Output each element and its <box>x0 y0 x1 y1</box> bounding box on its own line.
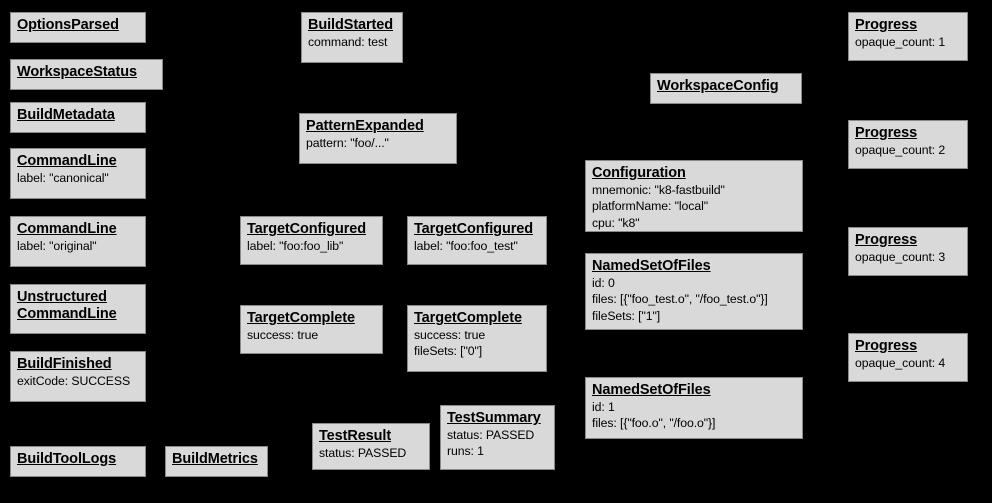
node-fields: label: "canonical" <box>17 170 139 186</box>
node-target-configured-foo-test[interactable]: TargetConfigured label: "foo:foo_test" <box>407 216 547 265</box>
node-build-metrics[interactable]: BuildMetrics <box>165 446 268 477</box>
node-title: TestResult <box>319 428 392 444</box>
node-field: runs: 1 <box>447 444 484 459</box>
node-title: Unstructured CommandLine <box>17 289 117 323</box>
node-field: success: true <box>414 328 486 343</box>
node-field: exitCode: SUCCESS <box>17 374 131 389</box>
node-test-result[interactable]: TestResult status: PASSED <box>312 423 430 470</box>
node-field: id: 0 <box>592 276 615 291</box>
node-field: cpu: "k8" <box>592 215 640 230</box>
node-fields: opaque_count: 1 <box>855 34 961 50</box>
node-build-metadata[interactable]: BuildMetadata <box>10 102 146 133</box>
node-fields: opaque_count: 4 <box>855 355 961 371</box>
node-field: fileSets: ["0"] <box>414 344 483 359</box>
node-field: opaque_count: 3 <box>855 250 946 265</box>
node-fields: opaque_count: 2 <box>855 142 961 158</box>
node-title: Progress <box>855 17 918 33</box>
node-field: id: 1 <box>592 400 615 415</box>
node-field: status: PASSED <box>319 446 407 461</box>
node-title: TargetConfigured <box>247 221 366 237</box>
node-title: OptionsParsed <box>17 17 119 33</box>
node-title: NamedSetOfFiles <box>592 258 711 274</box>
node-options-parsed[interactable]: OptionsParsed <box>10 12 146 43</box>
node-field: success: true <box>247 328 319 343</box>
node-title: Progress <box>855 338 918 354</box>
node-title: WorkspaceConfig <box>657 78 779 94</box>
node-title: TestSummary <box>447 410 541 426</box>
node-title: TargetComplete <box>414 310 522 326</box>
node-workspace-config[interactable]: WorkspaceConfig <box>650 73 802 104</box>
node-field: opaque_count: 1 <box>855 35 946 50</box>
node-field: files: [{"foo.o", "/foo.o"}] <box>592 416 716 431</box>
node-title: Progress <box>855 232 918 248</box>
node-title: WorkspaceStatus <box>17 64 137 80</box>
node-title: BuildStarted <box>308 17 394 33</box>
node-title: BuildFinished <box>17 356 112 372</box>
node-title: NamedSetOfFiles <box>592 382 711 398</box>
node-target-complete-lib[interactable]: TargetComplete success: true <box>240 305 383 354</box>
node-unstructured-command-line[interactable]: Unstructured CommandLine <box>10 284 146 334</box>
node-title: Progress <box>855 125 918 141</box>
node-field: fileSets: ["1"] <box>592 308 661 323</box>
node-fields: success: true <box>247 327 376 343</box>
node-field: label: "foo:foo_test" <box>414 239 518 254</box>
node-build-started[interactable]: BuildStarted command: test <box>301 12 403 63</box>
node-title: TargetConfigured <box>414 221 533 237</box>
node-fields: label: "foo:foo_lib" <box>247 238 376 254</box>
node-fields: command: test <box>308 34 396 50</box>
node-title: CommandLine <box>17 221 117 237</box>
node-field: pattern: "foo/..." <box>306 136 389 151</box>
node-field: files: [{"foo_test.o", "/foo_test.o"}] <box>592 292 768 307</box>
node-target-configured-foo-lib[interactable]: TargetConfigured label: "foo:foo_lib" <box>240 216 383 265</box>
node-progress-3[interactable]: Progress opaque_count: 3 <box>848 227 968 276</box>
node-fields: exitCode: SUCCESS <box>17 373 139 389</box>
node-build-finished[interactable]: BuildFinished exitCode: SUCCESS <box>10 351 146 402</box>
node-field: label: "foo:foo_lib" <box>247 239 344 254</box>
node-progress-1[interactable]: Progress opaque_count: 1 <box>848 12 968 61</box>
node-progress-4[interactable]: Progress opaque_count: 4 <box>848 333 968 382</box>
node-progress-2[interactable]: Progress opaque_count: 2 <box>848 120 968 169</box>
node-field: label: "original" <box>17 239 97 254</box>
node-field: command: test <box>308 35 388 50</box>
node-fields: status: PASSED <box>319 445 423 461</box>
node-field: label: "canonical" <box>17 171 109 186</box>
node-command-line-canonical[interactable]: CommandLine label: "canonical" <box>10 148 146 199</box>
node-workspace-status[interactable]: WorkspaceStatus <box>10 59 163 90</box>
node-field: opaque_count: 2 <box>855 143 946 158</box>
node-field: status: PASSED <box>447 428 535 443</box>
node-title: BuildMetadata <box>17 107 115 123</box>
node-title: TargetComplete <box>247 310 355 326</box>
node-command-line-original[interactable]: CommandLine label: "original" <box>10 216 146 267</box>
node-field: opaque_count: 4 <box>855 356 946 371</box>
node-field: mnemonic: "k8-fastbuild" <box>592 183 725 198</box>
node-fields: mnemonic: "k8-fastbuild"platformName: "l… <box>592 182 796 231</box>
node-fields: opaque_count: 3 <box>855 249 961 265</box>
node-title: BuildMetrics <box>172 451 258 467</box>
node-title: Configuration <box>592 165 686 181</box>
node-fields: pattern: "foo/..." <box>306 135 450 151</box>
node-pattern-expanded[interactable]: PatternExpanded pattern: "foo/..." <box>299 113 457 164</box>
node-fields: label: "original" <box>17 238 139 254</box>
node-build-tool-logs[interactable]: BuildToolLogs <box>10 446 146 477</box>
node-fields: label: "foo:foo_test" <box>414 238 540 254</box>
node-field: platformName: "local" <box>592 199 708 214</box>
node-title: PatternExpanded <box>306 118 424 134</box>
node-title: CommandLine <box>17 153 117 169</box>
node-title: BuildToolLogs <box>17 451 117 467</box>
